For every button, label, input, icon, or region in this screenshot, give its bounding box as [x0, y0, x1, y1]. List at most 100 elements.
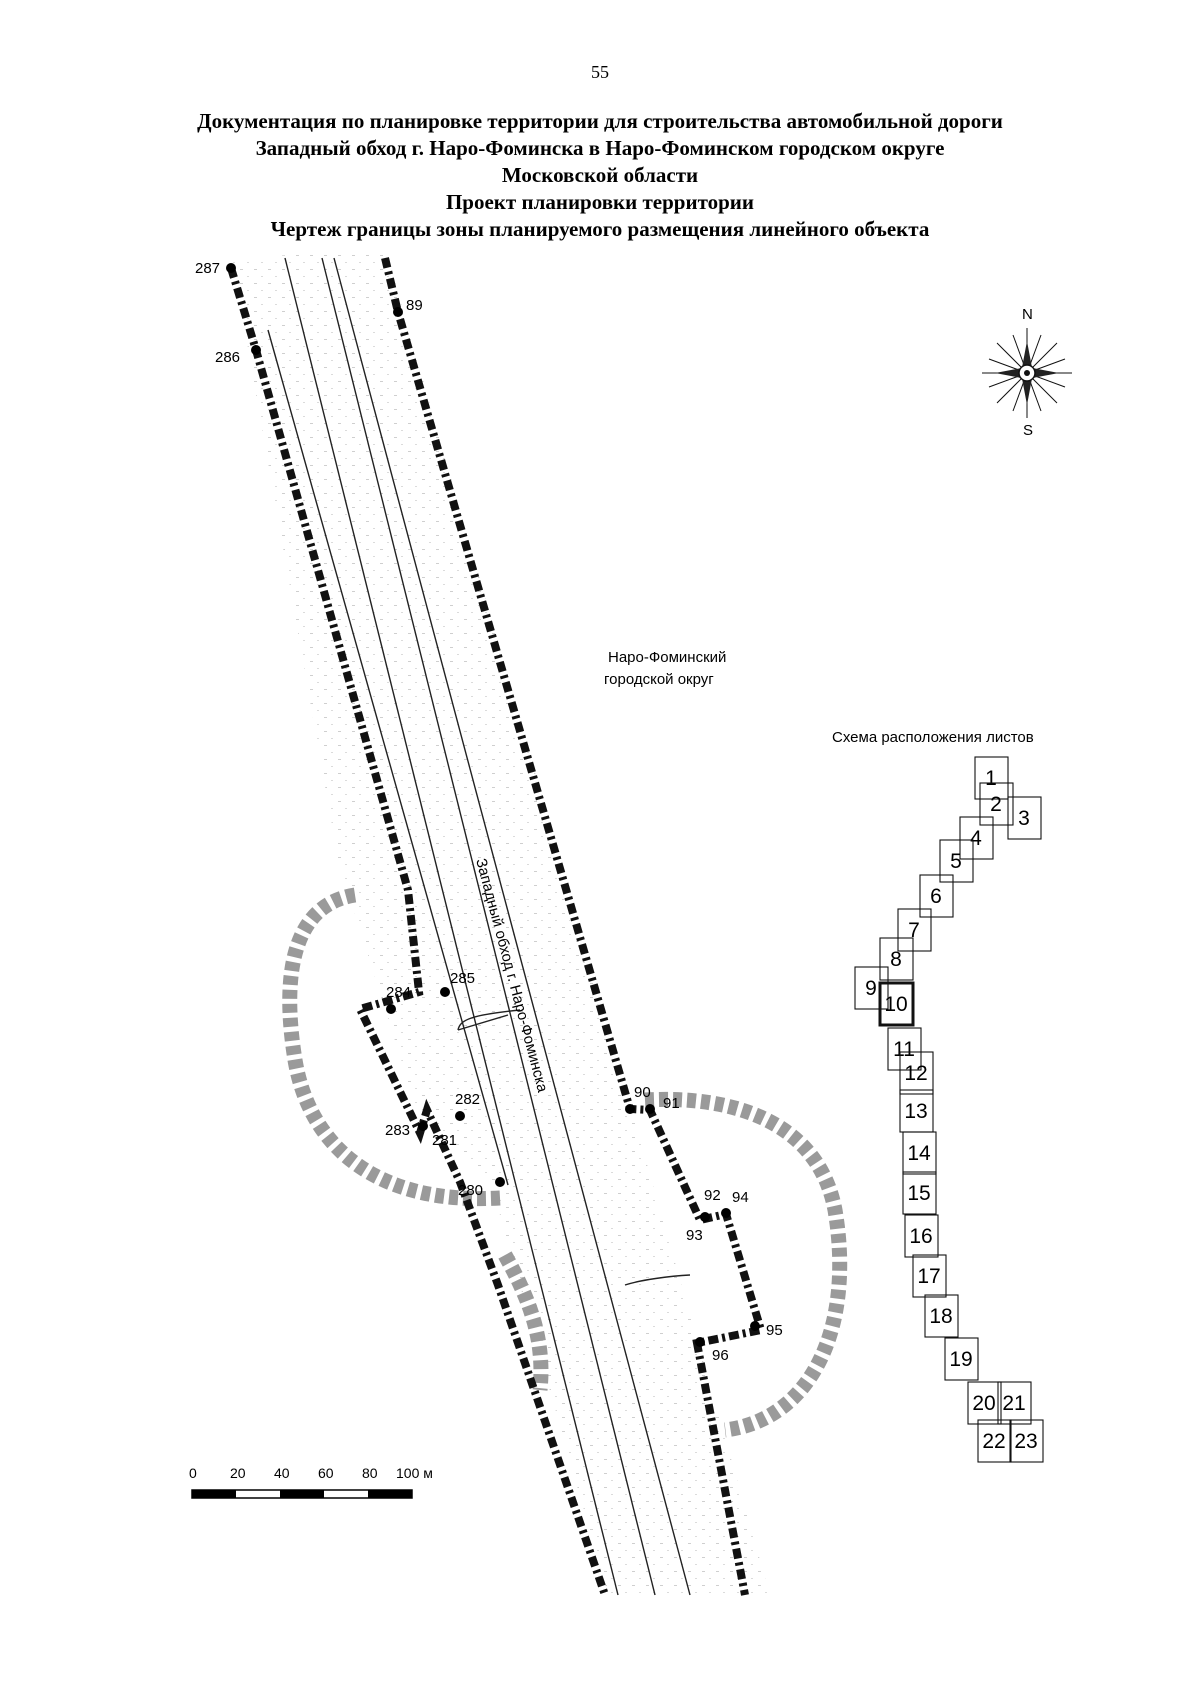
- sheet-number: 20: [972, 1392, 995, 1415]
- sheet-number: 17: [917, 1265, 940, 1288]
- point-label: 282: [455, 1091, 480, 1108]
- point-94-marker: [721, 1208, 731, 1218]
- boundary-left: [227, 266, 609, 1597]
- sheet-number: 6: [930, 885, 942, 908]
- sheet-scheme-title: Схема расположения листов: [832, 729, 1034, 746]
- scale-label: 80: [362, 1465, 378, 1481]
- sheet-box: [902, 1171, 937, 1215]
- south-label: S: [1023, 422, 1033, 439]
- point-96-marker: [695, 1337, 705, 1347]
- point-label: 280: [458, 1182, 483, 1199]
- point-label: 94: [732, 1189, 749, 1206]
- sheet-box: [902, 1131, 937, 1175]
- sheet-number: 7: [908, 919, 920, 942]
- sheet-box: [899, 1051, 934, 1095]
- compass-rose-icon: N S: [982, 306, 1072, 439]
- sheet-number: 1: [985, 767, 997, 790]
- point-label: 286: [215, 349, 240, 366]
- sheet-box: [912, 1254, 947, 1298]
- sheet-number: 15: [907, 1182, 930, 1205]
- area-label-line-1: Наро-Фоминский: [608, 649, 726, 666]
- sheet-box: [904, 1214, 939, 1258]
- road-edge-line: [333, 257, 691, 1596]
- point-92-marker: [700, 1212, 710, 1222]
- sheet-number: 2: [990, 793, 1002, 816]
- point-90-marker: [625, 1104, 635, 1114]
- scale-label: 60: [318, 1465, 334, 1481]
- sheet-number: 23: [1014, 1430, 1037, 1453]
- sheet-number: 11: [893, 1038, 915, 1061]
- sheet-number: 12: [904, 1062, 927, 1085]
- scale-label: 0: [189, 1465, 197, 1481]
- scale-bar-segment: [368, 1490, 412, 1498]
- sheet-box: [1009, 1419, 1044, 1463]
- sheet-number: 3: [1018, 807, 1030, 830]
- point-284-marker: [386, 1004, 396, 1014]
- road-edge-line: [267, 329, 509, 1186]
- sheet-box: [887, 1027, 922, 1071]
- point-label: 285: [450, 970, 475, 987]
- boundary-point-markers: [226, 263, 760, 1347]
- sheet-number: 9: [865, 977, 877, 1000]
- point-91-marker: [645, 1104, 655, 1114]
- left-loop: [282, 887, 501, 1207]
- sheet-layout-scheme: Схема расположения листов 12345678910111…: [832, 729, 1044, 1463]
- sheet-box: [967, 1381, 1002, 1425]
- ramp-edge: [457, 1009, 521, 1031]
- point-287-marker: [226, 263, 236, 273]
- point-label: 283: [385, 1122, 410, 1139]
- sheet-box: [997, 1381, 1032, 1425]
- point-283-marker: [418, 1121, 428, 1131]
- point-285-marker: [440, 987, 450, 997]
- point-label: 92: [704, 1187, 721, 1204]
- ramp-edge: [457, 1014, 509, 1031]
- boundary-point-labels: 287 286 89 285 284 282 283 281 280 90 91…: [195, 260, 783, 1364]
- sheet-number: 13: [904, 1100, 927, 1123]
- point-label: 95: [766, 1322, 783, 1339]
- sheet-number: 16: [909, 1225, 932, 1248]
- north-label: N: [1022, 306, 1033, 323]
- sheet-box: [919, 874, 954, 918]
- sheet-box: [878, 981, 915, 1027]
- sheet-box: [944, 1337, 979, 1381]
- title-line-5: Чертеж границы зоны планируемого размеще…: [270, 217, 930, 241]
- road-edge-line: [321, 257, 656, 1596]
- point-282-marker: [455, 1111, 465, 1121]
- sheet-box: [979, 782, 1014, 826]
- right-loop: [644, 1091, 848, 1438]
- sheet-number: 14: [907, 1142, 931, 1165]
- sheet-number: 10: [884, 993, 907, 1016]
- road-edges: [267, 257, 691, 1596]
- sheet-number: 8: [890, 948, 902, 971]
- sheet-number: 4: [970, 827, 982, 850]
- scale-bar-segment: [280, 1490, 324, 1498]
- document-title: Документация по планировке территории дл…: [0, 108, 1200, 243]
- sheet-box: [974, 756, 1009, 800]
- sheet-box: [1007, 796, 1042, 840]
- point-label: 89: [406, 297, 423, 314]
- scale-label: 20: [230, 1465, 246, 1481]
- sheet-box: [879, 937, 914, 981]
- point-label: 287: [195, 260, 220, 277]
- page-number: 55: [591, 62, 609, 82]
- sheet-number: 21: [1002, 1392, 1025, 1415]
- road-edge-line: [284, 257, 619, 1596]
- sheet-box: [977, 1419, 1012, 1463]
- area-label-line-2: городской округ: [604, 671, 714, 688]
- left-lower-ramp: [498, 1251, 549, 1391]
- point-label: 90: [634, 1084, 651, 1101]
- scale-bar-segment: [192, 1490, 236, 1498]
- sheet-box: [924, 1294, 959, 1338]
- sheet-number: 19: [949, 1348, 972, 1371]
- point-label: 93: [686, 1227, 703, 1244]
- point-label: 284: [386, 984, 411, 1001]
- sheet-box: [854, 966, 889, 1010]
- point-89-marker: [393, 307, 403, 317]
- sheet-number: 5: [950, 850, 962, 873]
- sheet-box: [897, 908, 932, 952]
- interchange-loops: [282, 887, 848, 1438]
- scale-label: 40: [274, 1465, 290, 1481]
- planning-boundary: [227, 257, 767, 1597]
